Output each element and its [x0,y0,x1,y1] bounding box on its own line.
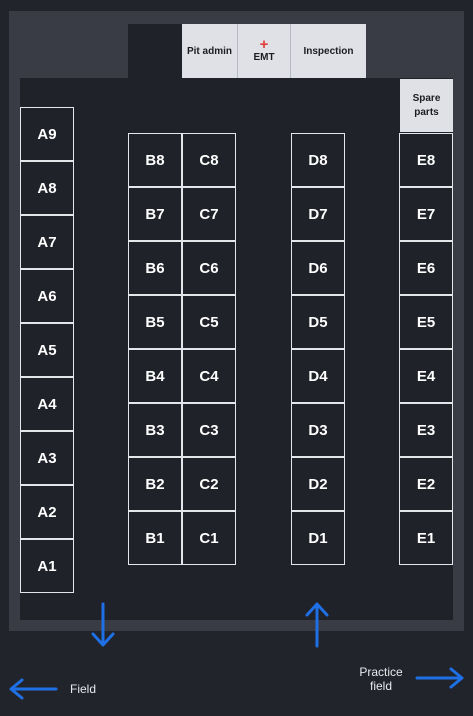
pit-c8[interactable]: C8 [182,133,236,187]
medical-cross-icon: + [259,35,269,53]
arrow-up-icon [305,602,329,648]
pit-a8[interactable]: A8 [20,161,74,215]
pit-d3[interactable]: D3 [291,403,345,457]
pit-c3[interactable]: C3 [182,403,236,457]
pit-admin-label: Pit admin [186,45,232,57]
pit-b3[interactable]: B3 [128,403,182,457]
pit-admin-room[interactable]: Pit admin [182,24,237,78]
pit-c2[interactable]: C2 [182,457,236,511]
practice-field-direction-label: Practice field [359,665,403,693]
pit-d4[interactable]: D4 [291,349,345,403]
arrow-right-icon [415,667,464,689]
pit-b2[interactable]: B2 [128,457,182,511]
emt-room[interactable]: + EMT [237,24,290,78]
pit-a7[interactable]: A7 [20,215,74,269]
pit-d1[interactable]: D1 [291,511,345,565]
pit-b8[interactable]: B8 [128,133,182,187]
spare-parts-label: Spare parts [412,92,441,118]
pit-a2[interactable]: A2 [20,485,74,539]
pit-e3[interactable]: E3 [399,403,453,457]
pit-c7[interactable]: C7 [182,187,236,241]
pit-e8[interactable]: E8 [399,133,453,187]
pit-a4[interactable]: A4 [20,377,74,431]
pit-b4[interactable]: B4 [128,349,182,403]
pit-b5[interactable]: B5 [128,295,182,349]
pit-a9[interactable]: A9 [20,107,74,161]
pit-c4[interactable]: C4 [182,349,236,403]
pit-d8[interactable]: D8 [291,133,345,187]
spare-parts-room[interactable]: Spare parts [400,79,453,132]
pit-a1[interactable]: A1 [20,539,74,593]
arrow-down-icon [91,602,115,647]
pit-b7[interactable]: B7 [128,187,182,241]
pit-entrance-notch [128,24,182,80]
pit-e5[interactable]: E5 [399,295,453,349]
pit-e7[interactable]: E7 [399,187,453,241]
pit-a6[interactable]: A6 [20,269,74,323]
pit-c6[interactable]: C6 [182,241,236,295]
arrow-left-icon [9,678,58,700]
pit-a5[interactable]: A5 [20,323,74,377]
pit-e2[interactable]: E2 [399,457,453,511]
pit-e6[interactable]: E6 [399,241,453,295]
pit-b1[interactable]: B1 [128,511,182,565]
pit-e1[interactable]: E1 [399,511,453,565]
pit-d5[interactable]: D5 [291,295,345,349]
pit-a3[interactable]: A3 [20,431,74,485]
pit-c1[interactable]: C1 [182,511,236,565]
pit-b6[interactable]: B6 [128,241,182,295]
pit-e4[interactable]: E4 [399,349,453,403]
emt-label: EMT [253,51,275,63]
pit-d2[interactable]: D2 [291,457,345,511]
pit-c5[interactable]: C5 [182,295,236,349]
inspection-label: Inspection [303,45,354,57]
field-direction-label: Field [69,682,96,696]
pit-d7[interactable]: D7 [291,187,345,241]
pit-d6[interactable]: D6 [291,241,345,295]
pit-area-floor [20,78,453,620]
inspection-room[interactable]: Inspection [290,24,366,78]
